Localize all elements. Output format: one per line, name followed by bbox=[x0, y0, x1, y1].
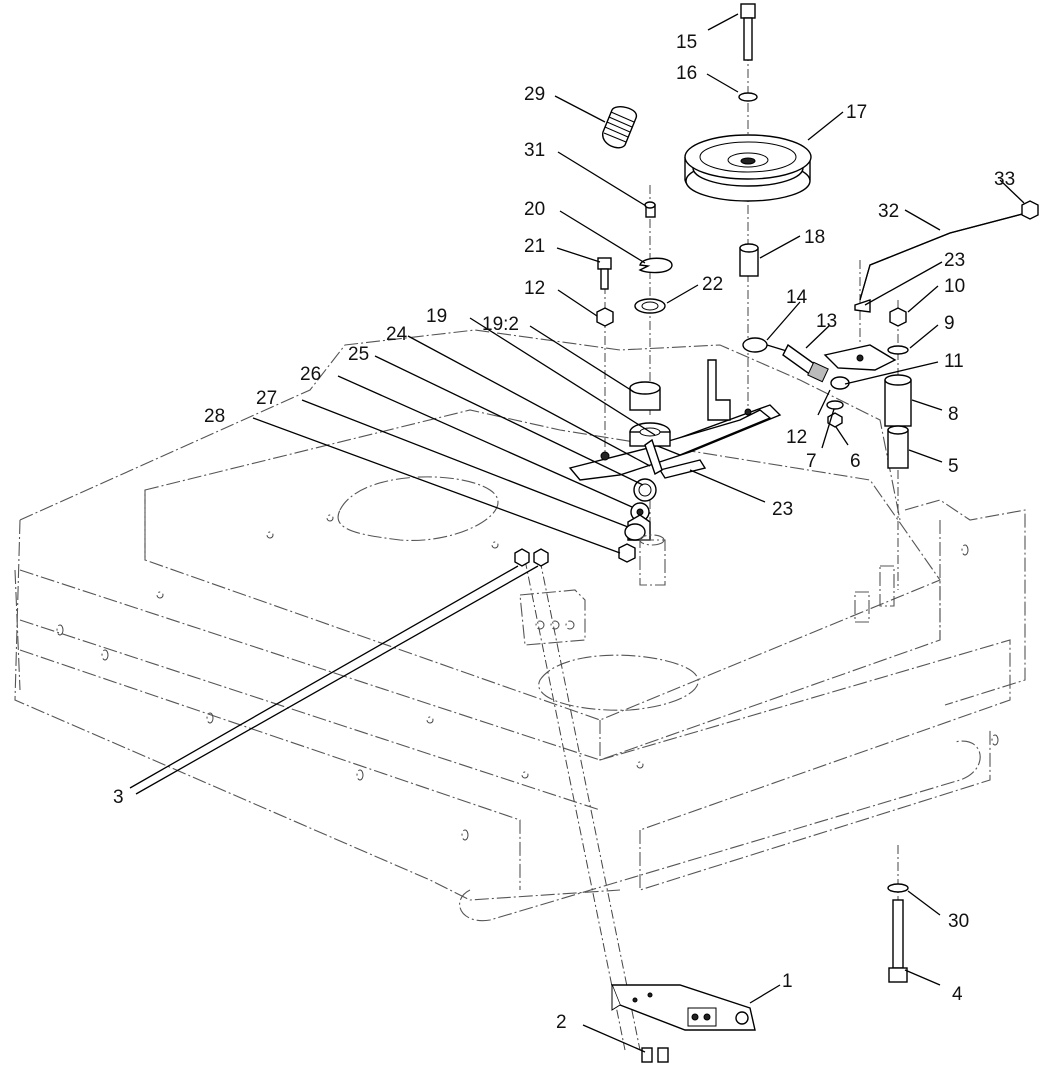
part-32-rod bbox=[859, 211, 1031, 301]
callout-26: 26 bbox=[300, 364, 321, 385]
callout-8: 8 bbox=[948, 404, 959, 425]
callout-29: 29 bbox=[524, 84, 545, 105]
part-22-washer bbox=[634, 298, 666, 314]
callout-labels: 15 16 17 29 31 33 32 20 18 21 23 22 10 1… bbox=[113, 32, 1015, 1033]
part-23-spring-lower bbox=[658, 459, 707, 479]
part-10-nut bbox=[889, 307, 907, 327]
callout-5: 5 bbox=[948, 456, 959, 477]
part-28-nut bbox=[618, 543, 636, 563]
callout-13: 13 bbox=[816, 311, 837, 332]
callout-10: 10 bbox=[944, 276, 965, 297]
part-7-washer bbox=[826, 400, 844, 410]
callout-30: 30 bbox=[948, 911, 969, 932]
deck-pivot-shaft bbox=[639, 534, 666, 586]
callout-22: 22 bbox=[702, 274, 723, 295]
part-17-idler-pulley bbox=[684, 134, 812, 202]
part-21-bolt bbox=[597, 257, 612, 290]
part-19-2-bushing bbox=[629, 381, 661, 411]
callout-23-upper: 23 bbox=[944, 250, 965, 271]
part-4-bolt bbox=[888, 899, 908, 983]
callout-18: 18 bbox=[804, 227, 825, 248]
part-26-27-spacers bbox=[624, 502, 651, 541]
mower-deck-phantom bbox=[14, 329, 1026, 922]
callout-4: 4 bbox=[952, 984, 963, 1005]
part-3-nuts bbox=[514, 548, 549, 567]
callout-12-upper: 12 bbox=[524, 278, 545, 299]
part-1-strap bbox=[610, 984, 756, 1031]
part-15-bolt bbox=[740, 3, 756, 61]
part-12-nut bbox=[596, 307, 614, 327]
callout-14: 14 bbox=[786, 287, 808, 308]
callout-15: 15 bbox=[676, 32, 697, 53]
callout-23-lower: 23 bbox=[772, 499, 793, 520]
part-14-eye-bolt bbox=[742, 337, 791, 353]
callout-28: 28 bbox=[204, 406, 225, 427]
part-31-grease-fitting bbox=[644, 201, 656, 218]
callout-21: 21 bbox=[524, 236, 545, 257]
callout-20: 20 bbox=[524, 199, 545, 220]
part-29-spring bbox=[602, 106, 637, 149]
callout-1: 1 bbox=[782, 971, 793, 992]
part-8-spacer bbox=[884, 374, 912, 427]
part-9-washer bbox=[887, 345, 909, 355]
callout-33: 33 bbox=[994, 169, 1015, 190]
part-20-e-ring bbox=[638, 257, 673, 274]
part-11-clevis bbox=[830, 376, 850, 390]
part-16-washer bbox=[738, 92, 758, 102]
callout-31: 31 bbox=[524, 140, 545, 161]
callout-2: 2 bbox=[556, 1012, 567, 1033]
part-24-25-bushings bbox=[633, 438, 663, 502]
part-19-idler-arm bbox=[568, 359, 782, 481]
part-18-spacer bbox=[739, 243, 759, 277]
callout-9: 9 bbox=[944, 313, 955, 334]
callout-6: 6 bbox=[850, 451, 861, 472]
callout-7: 7 bbox=[806, 451, 817, 472]
part-13-turnbuckle bbox=[782, 343, 829, 383]
callout-24: 24 bbox=[386, 324, 408, 345]
callout-17: 17 bbox=[846, 102, 867, 123]
part-5-spacer bbox=[887, 425, 909, 469]
callout-11: 11 bbox=[944, 351, 964, 372]
part-33-nut bbox=[1021, 200, 1039, 220]
leader-lines bbox=[129, 13, 1025, 1053]
callout-19: 19 bbox=[426, 306, 447, 327]
callout-12-lower: 12 bbox=[786, 427, 807, 448]
callout-16: 16 bbox=[676, 63, 697, 84]
callout-19-2: 19:2 bbox=[482, 314, 519, 335]
part-2-bolts bbox=[641, 1047, 669, 1063]
part-23-hairpin bbox=[854, 299, 871, 313]
callout-3: 3 bbox=[113, 787, 124, 808]
part-30-washer bbox=[887, 883, 909, 893]
callout-25: 25 bbox=[348, 344, 369, 365]
callout-27: 27 bbox=[256, 388, 277, 409]
callout-32: 32 bbox=[878, 201, 899, 222]
